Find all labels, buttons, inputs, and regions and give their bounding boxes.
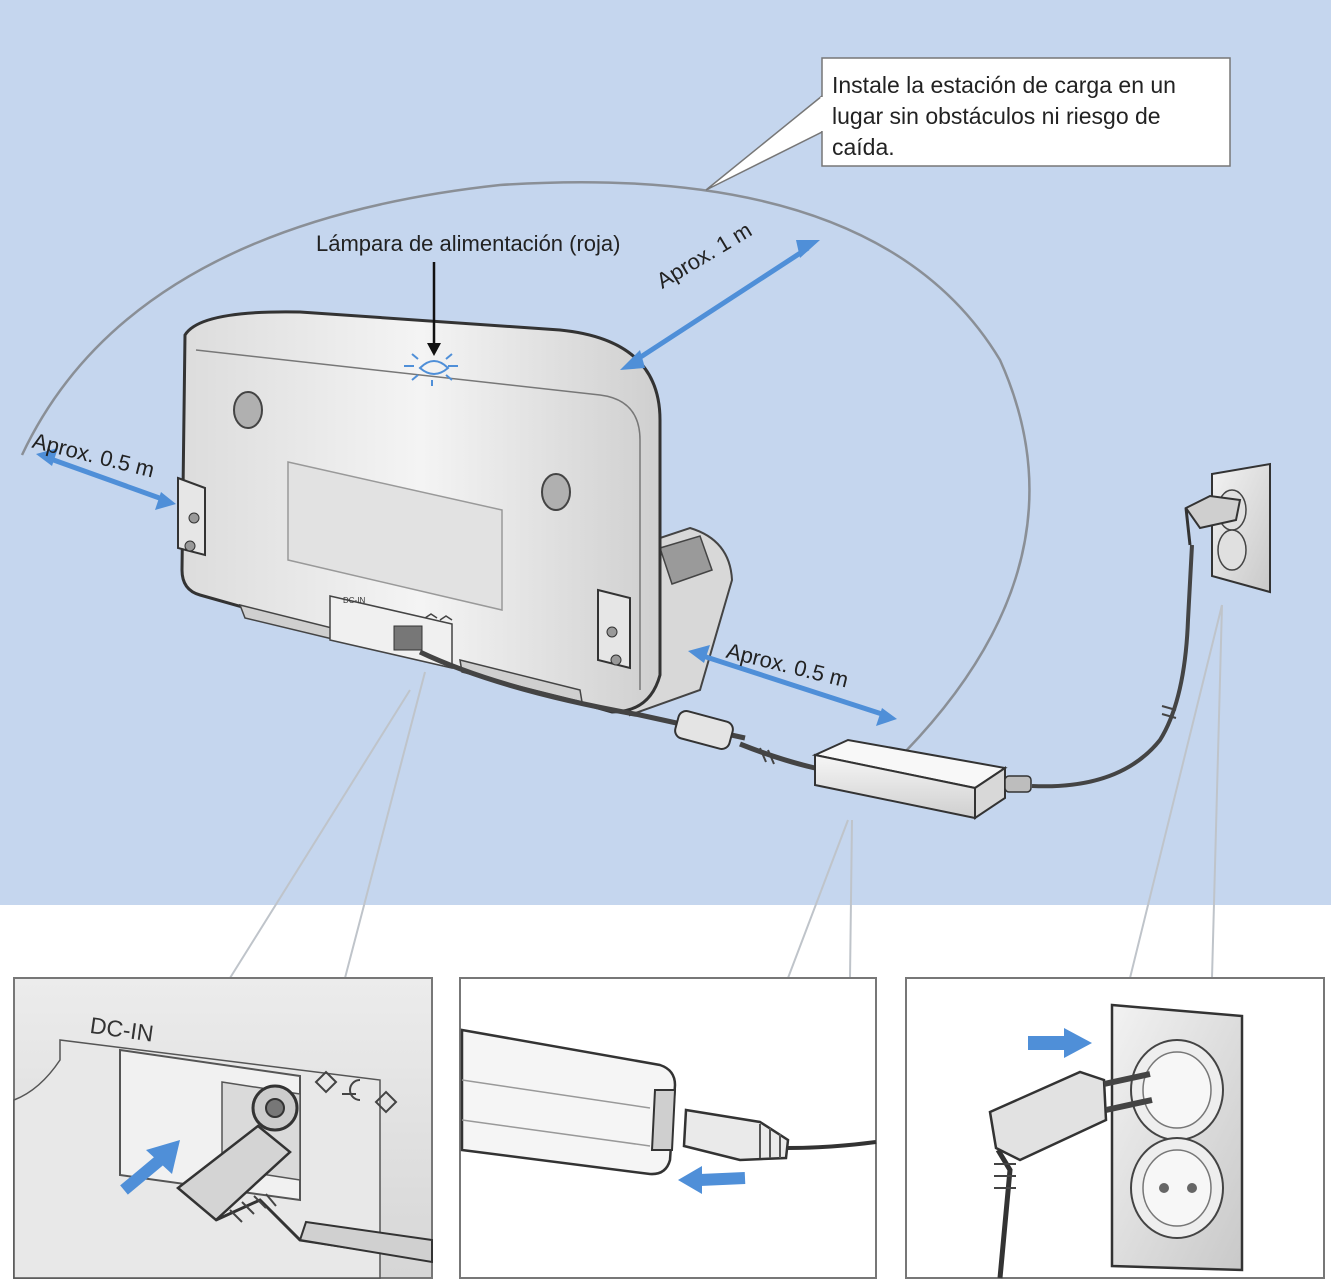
power-lamp-label: Lámpara de alimentación (roja) xyxy=(316,231,621,256)
wall-outlet xyxy=(1184,462,1271,594)
arrow-approx-05m-left xyxy=(36,448,176,510)
clearance-arc xyxy=(20,180,1031,753)
callout-line-2: lugar sin obstáculos ni riesgo de xyxy=(832,103,1161,129)
charging-station xyxy=(177,310,746,741)
dc-in-small-label: DC-IN xyxy=(343,596,366,605)
ac-adapter xyxy=(811,738,1032,820)
callout-line-3: caída. xyxy=(832,134,895,160)
dc-cable xyxy=(674,710,816,771)
ac-cord xyxy=(1031,544,1194,789)
detail-wall-outlet xyxy=(905,977,1325,1279)
detail-adapter-connector xyxy=(459,977,877,1279)
zoom-lines-right xyxy=(1129,604,1223,979)
arrow-approx-05m-front xyxy=(688,645,897,726)
zoom-lines-middle xyxy=(787,819,853,979)
power-lamp-indicator xyxy=(404,262,458,386)
arrow-approx-1m xyxy=(620,240,820,370)
zoom-lines-left xyxy=(229,671,426,979)
callout-box xyxy=(821,57,1231,167)
detail-dc-in xyxy=(13,977,433,1279)
installation-callout: Instale la estación de carga en un lugar… xyxy=(822,58,1230,166)
callout-line-1: Instale la estación de carga en un xyxy=(832,72,1176,98)
